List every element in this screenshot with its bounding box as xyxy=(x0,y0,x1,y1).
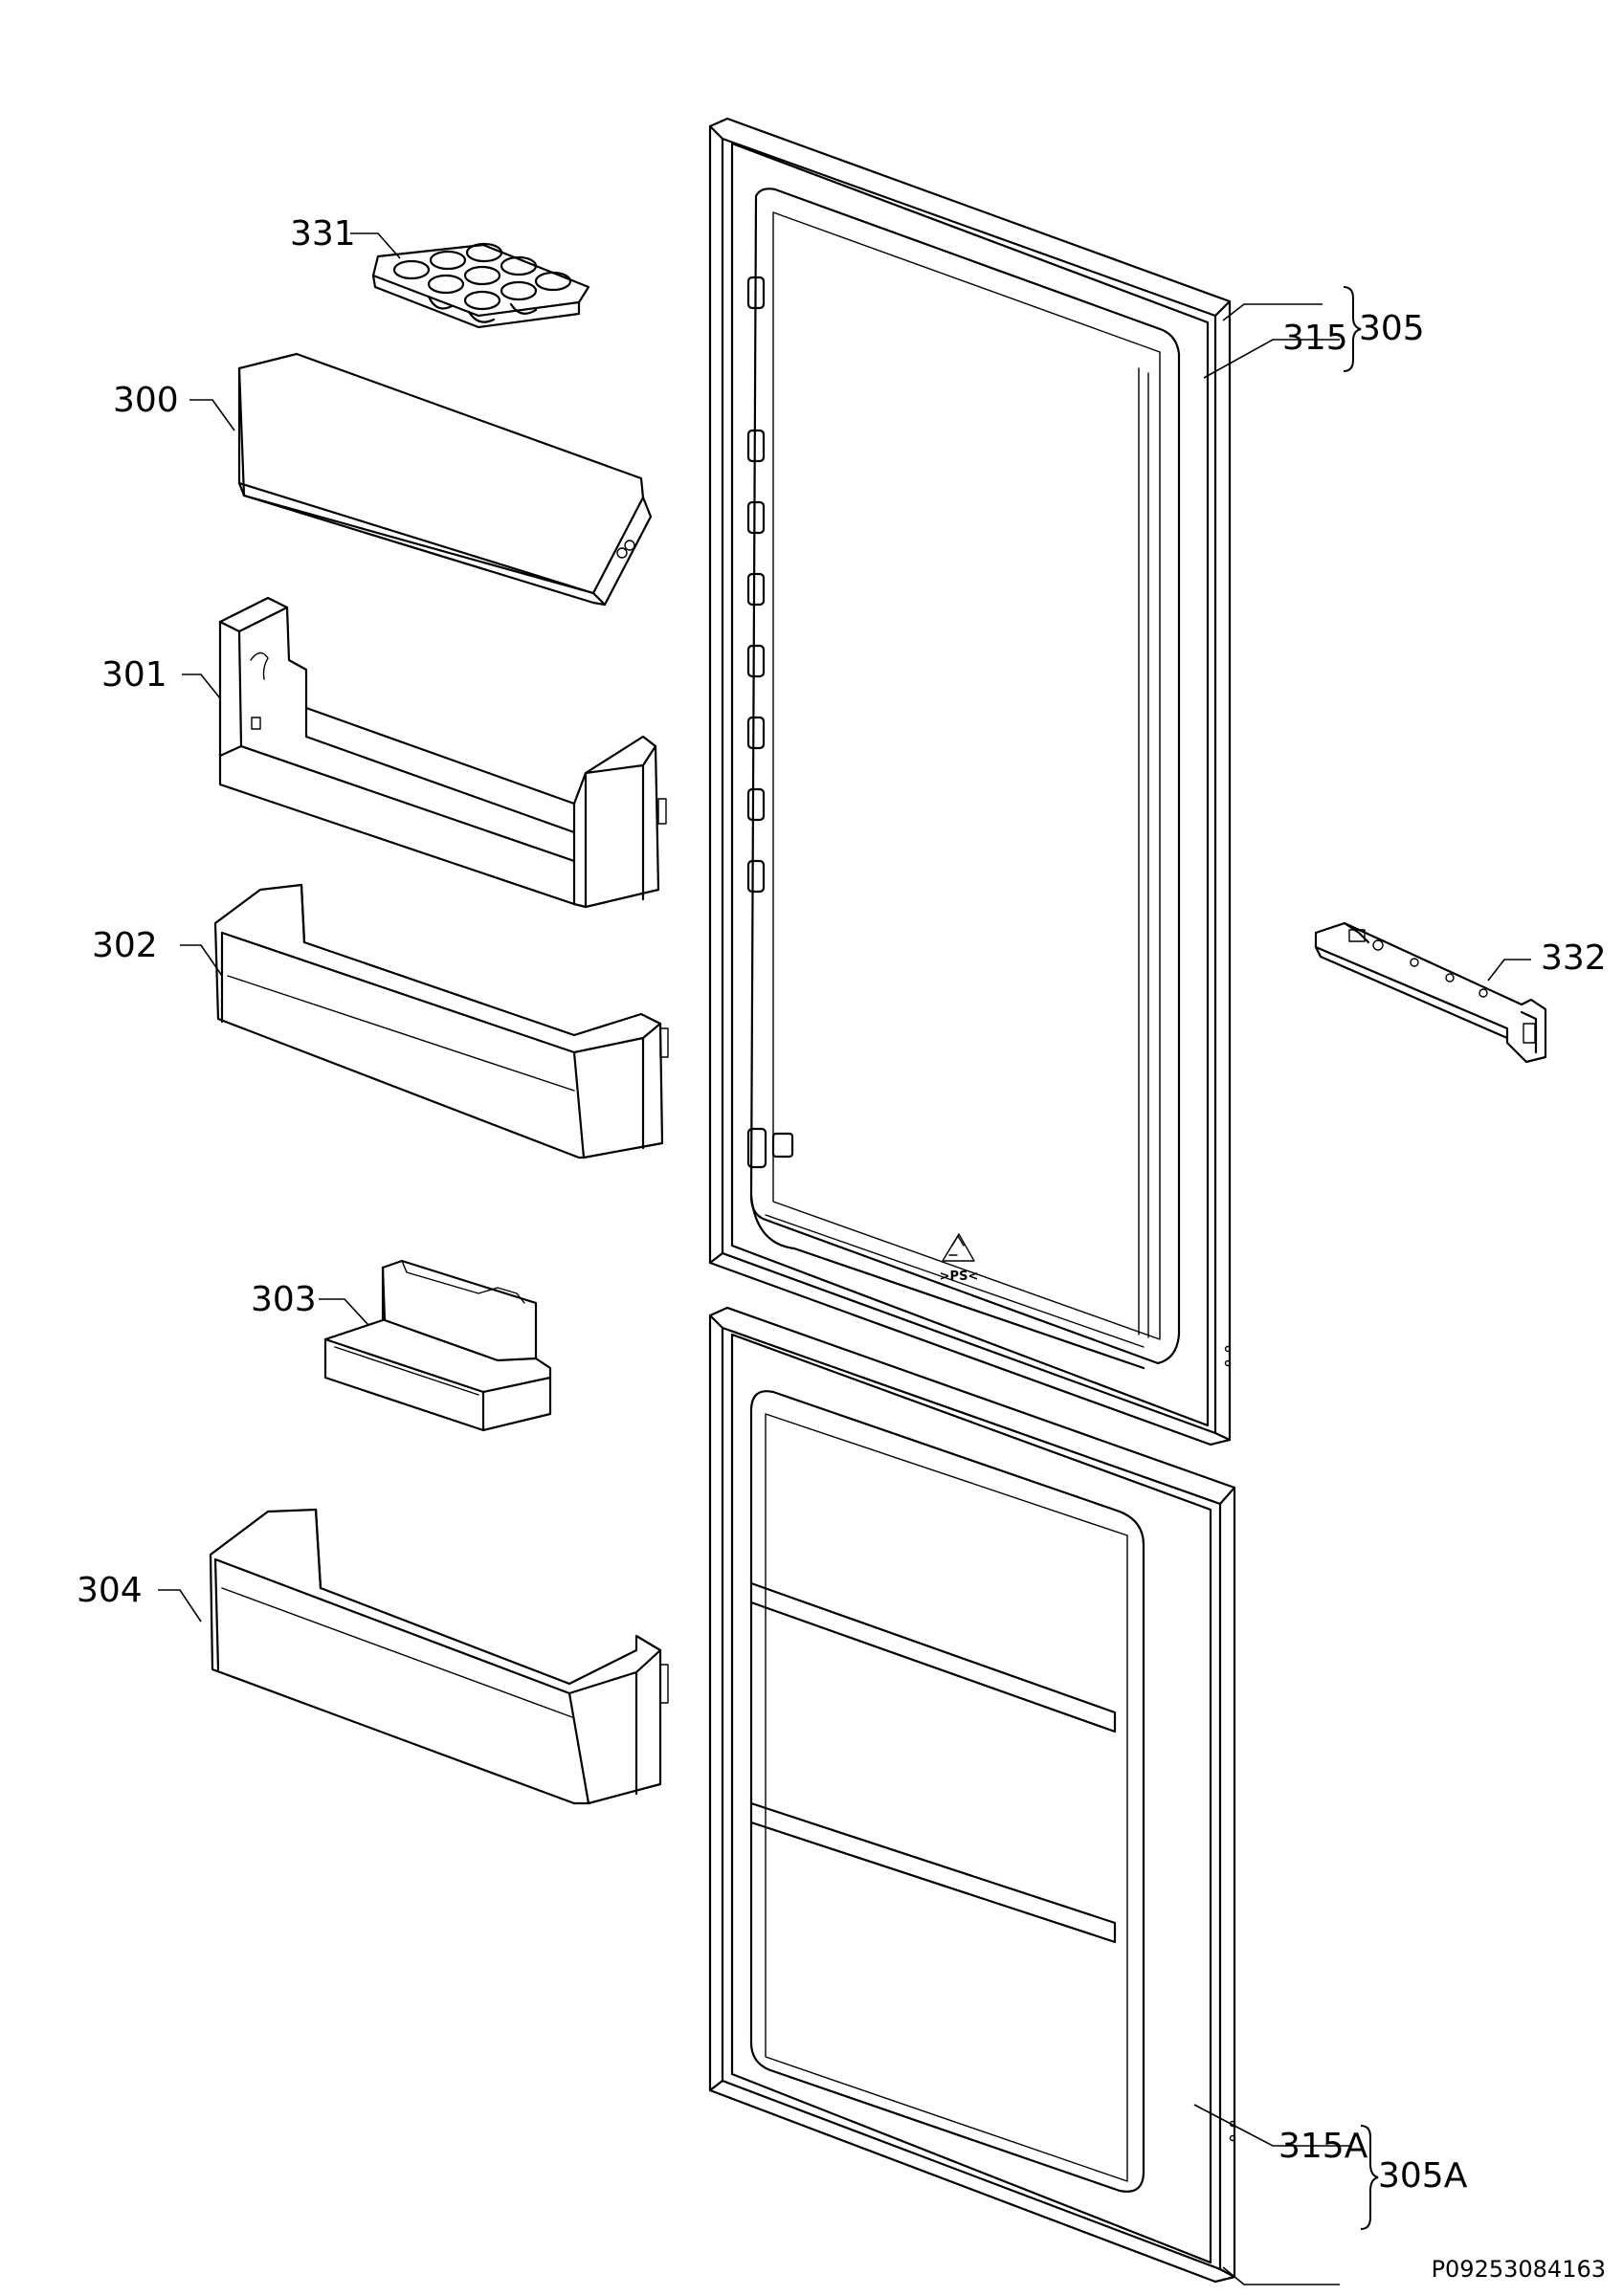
part-305-fridge-door[interactable]: >PS< xyxy=(708,117,1232,1446)
callout-303: 303 xyxy=(251,1280,317,1319)
callout-332: 332 xyxy=(1541,938,1607,978)
part-302-door-bin[interactable] xyxy=(213,883,669,1159)
brace-305a xyxy=(1360,2125,1379,2230)
part-304-bottle-bin[interactable] xyxy=(209,1508,669,1805)
part-305a-freezer-door[interactable] xyxy=(708,1306,1236,2284)
callout-305: 305 xyxy=(1359,309,1425,348)
callout-304: 304 xyxy=(77,1571,143,1610)
part-303-small-compartment[interactable] xyxy=(323,1259,552,1432)
part-331-egg-tray[interactable] xyxy=(371,242,590,329)
leader-lines xyxy=(158,232,1531,2285)
callout-302: 302 xyxy=(92,926,158,965)
callout-301: 301 xyxy=(101,655,167,695)
callout-labels: 331 300 301 302 303 304 315 305 332 315A… xyxy=(77,214,1607,2196)
part-300-dairy-compartment[interactable] xyxy=(237,352,653,607)
callout-331: 331 xyxy=(290,214,356,254)
callout-315: 315 xyxy=(1282,319,1348,358)
callout-315a: 315A xyxy=(1278,2127,1368,2166)
drawing-number: P09253084163 xyxy=(1431,2256,1606,2283)
callout-300: 300 xyxy=(113,381,179,420)
callout-305a: 305A xyxy=(1378,2156,1468,2196)
part-301-door-bin[interactable] xyxy=(218,596,667,909)
brace-305 xyxy=(1343,286,1362,372)
recycle-mark-text: >PS< xyxy=(940,1269,979,1284)
recycle-symbol-icon: >PS< xyxy=(940,1233,979,1284)
part-332-hinge-bracket[interactable] xyxy=(1314,921,1547,1064)
